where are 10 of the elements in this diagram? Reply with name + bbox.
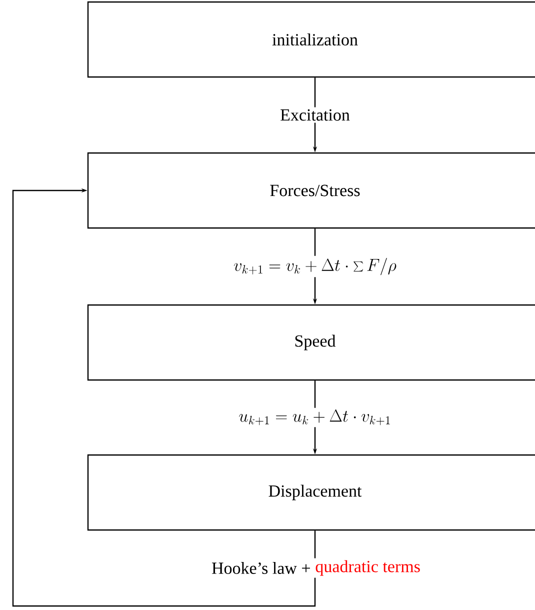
edge-label: Hooke’s law + xyxy=(210,560,313,576)
arrow xyxy=(12,188,316,607)
process-box: Speed xyxy=(87,304,535,381)
edge-label: $u_{k+1} = u_k + \Delta t \cdot v_{k+1}$ xyxy=(236,408,394,428)
process-box: Displacement xyxy=(87,454,535,531)
process-box: Forces/Stress xyxy=(87,152,535,229)
note-text: quadratic terms xyxy=(313,558,422,578)
edge-label: Excitation xyxy=(278,107,352,123)
process-box: initialization xyxy=(87,1,535,78)
edge-label: $v_{k+1} = v_k + \Delta t \cdot \sum F/\rho$ xyxy=(232,256,398,278)
